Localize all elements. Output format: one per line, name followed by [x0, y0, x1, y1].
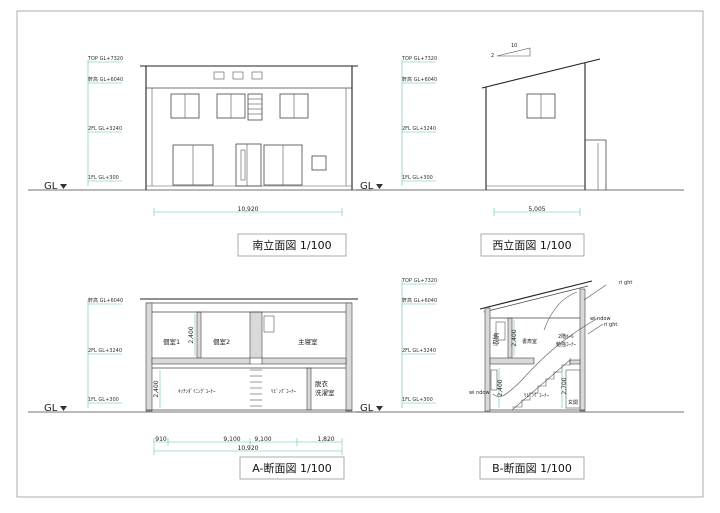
section-a-room-master: 主寝室 [298, 337, 318, 346]
west-entrance-canopy [585, 139, 607, 190]
south-level-1fl: 1FL GL+300 [88, 175, 119, 181]
section-a-level-2fl: 2FL GL+3240 [88, 348, 122, 354]
south-level-top: TOP GL+7320 [87, 56, 123, 62]
west-title-box [480, 233, 585, 257]
section-a-stairs [250, 363, 262, 407]
section-a: 軒高 GL+6040 2FL GL+3240 1FL GL+300 GL [28, 297, 372, 480]
section-a-room-kitchen: ｷｯﾁﾝﾀﾞｲﾆﾝｸﾞｺｰﾅｰ [178, 388, 216, 395]
south-louver-window [247, 93, 263, 121]
section-b-room-entrance: 玄関 [568, 399, 578, 406]
section-a-gl-label: GL [44, 403, 58, 414]
section-a-room-private1: 個室1 [163, 337, 180, 346]
section-b-annotation-light1: ri ght [619, 280, 632, 286]
section-b-annotation-light2: ri ght [604, 322, 617, 328]
west-dimension-total: 5,005 [528, 206, 545, 213]
west-level-top: TOP GL+7320 [401, 56, 437, 62]
section-a-title-box [239, 456, 345, 480]
west-gl-marker-icon [376, 184, 383, 189]
section-b-height-lower: 2,400 [497, 379, 504, 396]
section-b-gl-label: GL [360, 403, 374, 414]
south-building-outline [145, 65, 353, 190]
south-attic-window-3 [251, 71, 263, 80]
section-a-level-eave: 軒高 GL+6040 [88, 297, 123, 304]
section-b-room-hall1: 2階ﾎｰﾙ [558, 333, 574, 340]
south-level-2fl: 2FL GL+3240 [88, 126, 122, 132]
section-b-annotation-window1: wi ndow [590, 316, 611, 322]
section-a-height-upper: 2,400 [188, 326, 195, 343]
south-attic-window-2 [232, 71, 244, 80]
south-title-box [237, 233, 347, 257]
sheet-border [16, 10, 704, 498]
south-attic-window-1 [213, 71, 225, 80]
south-entrance-door [235, 143, 262, 187]
section-a-title: A-断面図 1/100 [252, 461, 331, 475]
section-a-level-1fl: 1FL GL+300 [88, 397, 119, 403]
section-b-height-entrance: 2,700 [561, 377, 568, 394]
section-b-room-living: ﾘﾋﾞﾝｸﾞｺｰﾅｰ [524, 392, 550, 399]
section-b-annotation-window2: wi ndow [469, 390, 490, 396]
west-roof-pitch-icon [496, 47, 531, 57]
section-b-level-1fl: 1FL GL+300 [402, 397, 433, 403]
section-b-height-upper: 2,400 [511, 329, 518, 346]
west-level-1fl: 1FL GL+300 [402, 175, 433, 181]
south-level-eave: 軒高 GL+6040 [88, 76, 123, 83]
section-a-dim-1: 910 [155, 436, 167, 443]
south-gl-marker-icon [60, 184, 67, 189]
south-gl-label: GL [44, 181, 58, 192]
west-pitch-rise: 2 [491, 53, 494, 59]
section-a-room-wash1: 脱衣 [315, 379, 329, 388]
section-a-dim-total: 10,920 [238, 445, 259, 452]
section-b-entrance-door [565, 369, 581, 409]
section-b: TOP GL+7320 軒高 GL+6040 2FL GL+3240 1FL G… [356, 278, 684, 480]
west-level-2fl: 2FL GL+3240 [402, 126, 436, 132]
section-a-height-lower: 2,400 [153, 380, 160, 397]
west-elevation: TOP GL+7320 軒高 GL+6040 2FL GL+3240 1FL G… [356, 43, 684, 257]
section-b-room-hall2: 勉強ｺｰﾅｰ [556, 341, 577, 348]
south-elevation: TOP GL+7320 軒高 GL+6040 2FL GL+3240 1FL G… [28, 56, 372, 257]
section-b-level-2fl: 2FL GL+3240 [402, 348, 436, 354]
south-dimension-total: 10,920 [238, 206, 259, 213]
section-b-room-storage: 収納 [491, 333, 500, 346]
section-b-title: B-断面図 1/100 [492, 461, 572, 475]
section-a-dim-2: 9,100 [223, 436, 240, 443]
section-a-gl-marker-icon [60, 406, 67, 411]
section-b-gl-marker-icon [376, 406, 383, 411]
section-b-level-eave: 軒高 GL+6040 [402, 297, 437, 304]
west-level-eave: 軒高 GL+6040 [402, 76, 437, 83]
section-a-dim-3: 9,100 [254, 436, 271, 443]
west-gl-label: GL [360, 181, 374, 192]
west-pitch-run: 10 [511, 43, 517, 49]
south-small-window [311, 155, 327, 171]
section-b-room-study: 書斎室 [522, 338, 537, 345]
section-a-room-private2: 個室2 [213, 337, 230, 346]
section-b-title-box [479, 456, 585, 480]
section-a-dim-4: 1,820 [317, 436, 334, 443]
section-a-room-living: ﾘﾋﾞﾝｸﾞｺｰﾅｰ [271, 388, 297, 395]
west-roof-line [481, 58, 601, 89]
west-elevation-title: 西立面図 1/100 [492, 238, 571, 252]
section-b-roof-line [479, 280, 593, 310]
south-elevation-title: 南立面図 1/100 [252, 238, 331, 252]
section-b-level-top: TOP GL+7320 [401, 278, 437, 284]
section-a-room-wash2: 洗濯室 [315, 388, 335, 397]
